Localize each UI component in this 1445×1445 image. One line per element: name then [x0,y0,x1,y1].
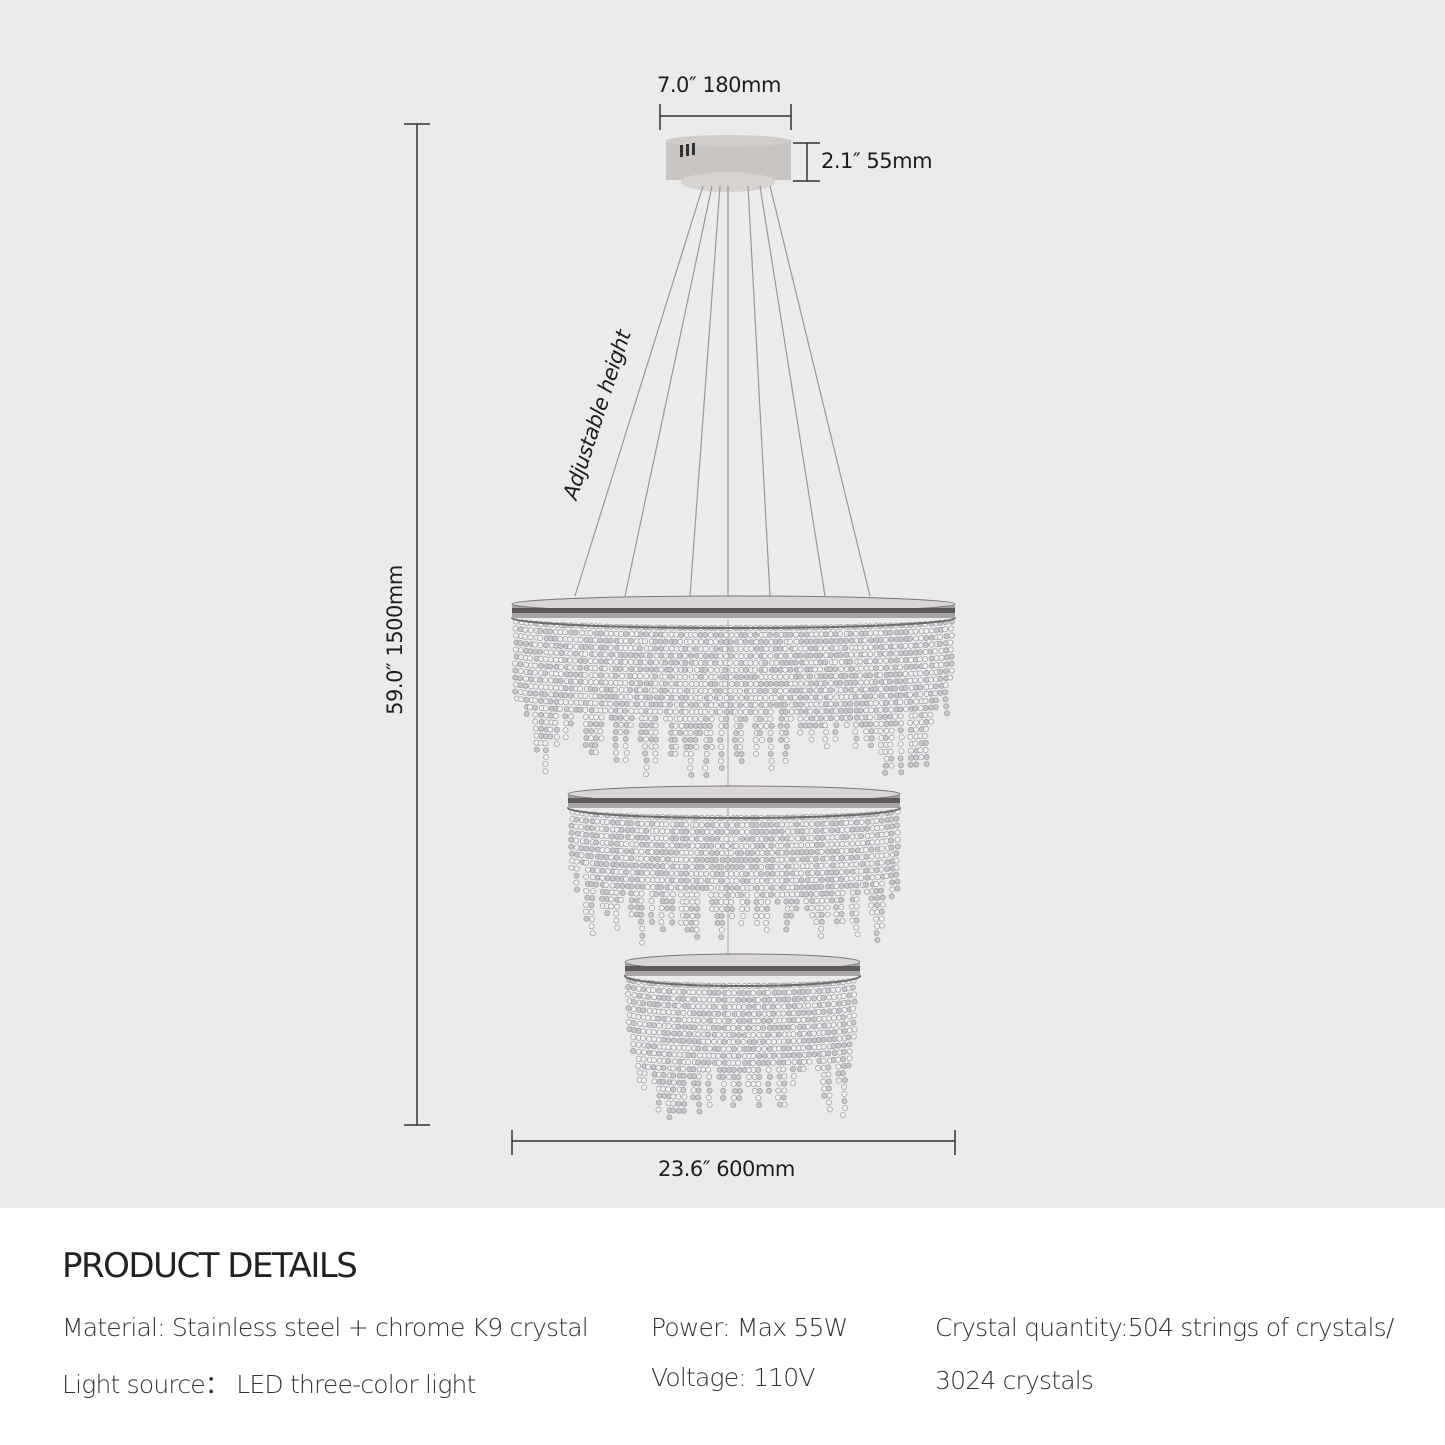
tier-3 [624,953,861,1121]
diameter-label: 23.6″ 600mm [658,1157,795,1181]
wire [689,185,721,597]
wire [574,185,704,597]
canopy-height-label: 2.1″ 55mm [821,149,933,173]
wire [624,185,713,597]
tier-2 [567,785,901,946]
spec-material: Material: Stainless steel + chrome K9 cr… [62,1313,589,1342]
spec-voltage: Voltage: 110V [651,1363,816,1392]
spec-light-source: Light source： LED three-color light [62,1370,476,1399]
chandelier-illustration [404,104,956,1155]
spec-crystal-quantity-cont: 3024 crystals [935,1366,1094,1395]
canopy-width-label: 7.0″ 180mm [657,73,781,97]
dimension-lines [404,104,956,1155]
section-title: PRODUCT DETAILS [62,1246,358,1286]
wire [747,185,771,597]
tier-1 [511,595,956,778]
canopy [666,135,791,192]
spec-power: Power: Max 55W [651,1313,848,1342]
product-diagram-area: 7.0″ 180mm 2.1″ 55mm 23.6″ 600mm 59.0″ 1… [0,0,1445,1208]
spec-crystal-quantity: Crystal quantity:504 strings of crystals… [935,1313,1394,1342]
total-height-label: 59.0″ 1500mm [383,565,407,715]
crystal-tiers [511,595,956,1121]
product-details-section: PRODUCT DETAILS Material: Stainless stee… [0,1208,1445,1445]
wire [759,185,826,597]
wire [769,185,871,597]
